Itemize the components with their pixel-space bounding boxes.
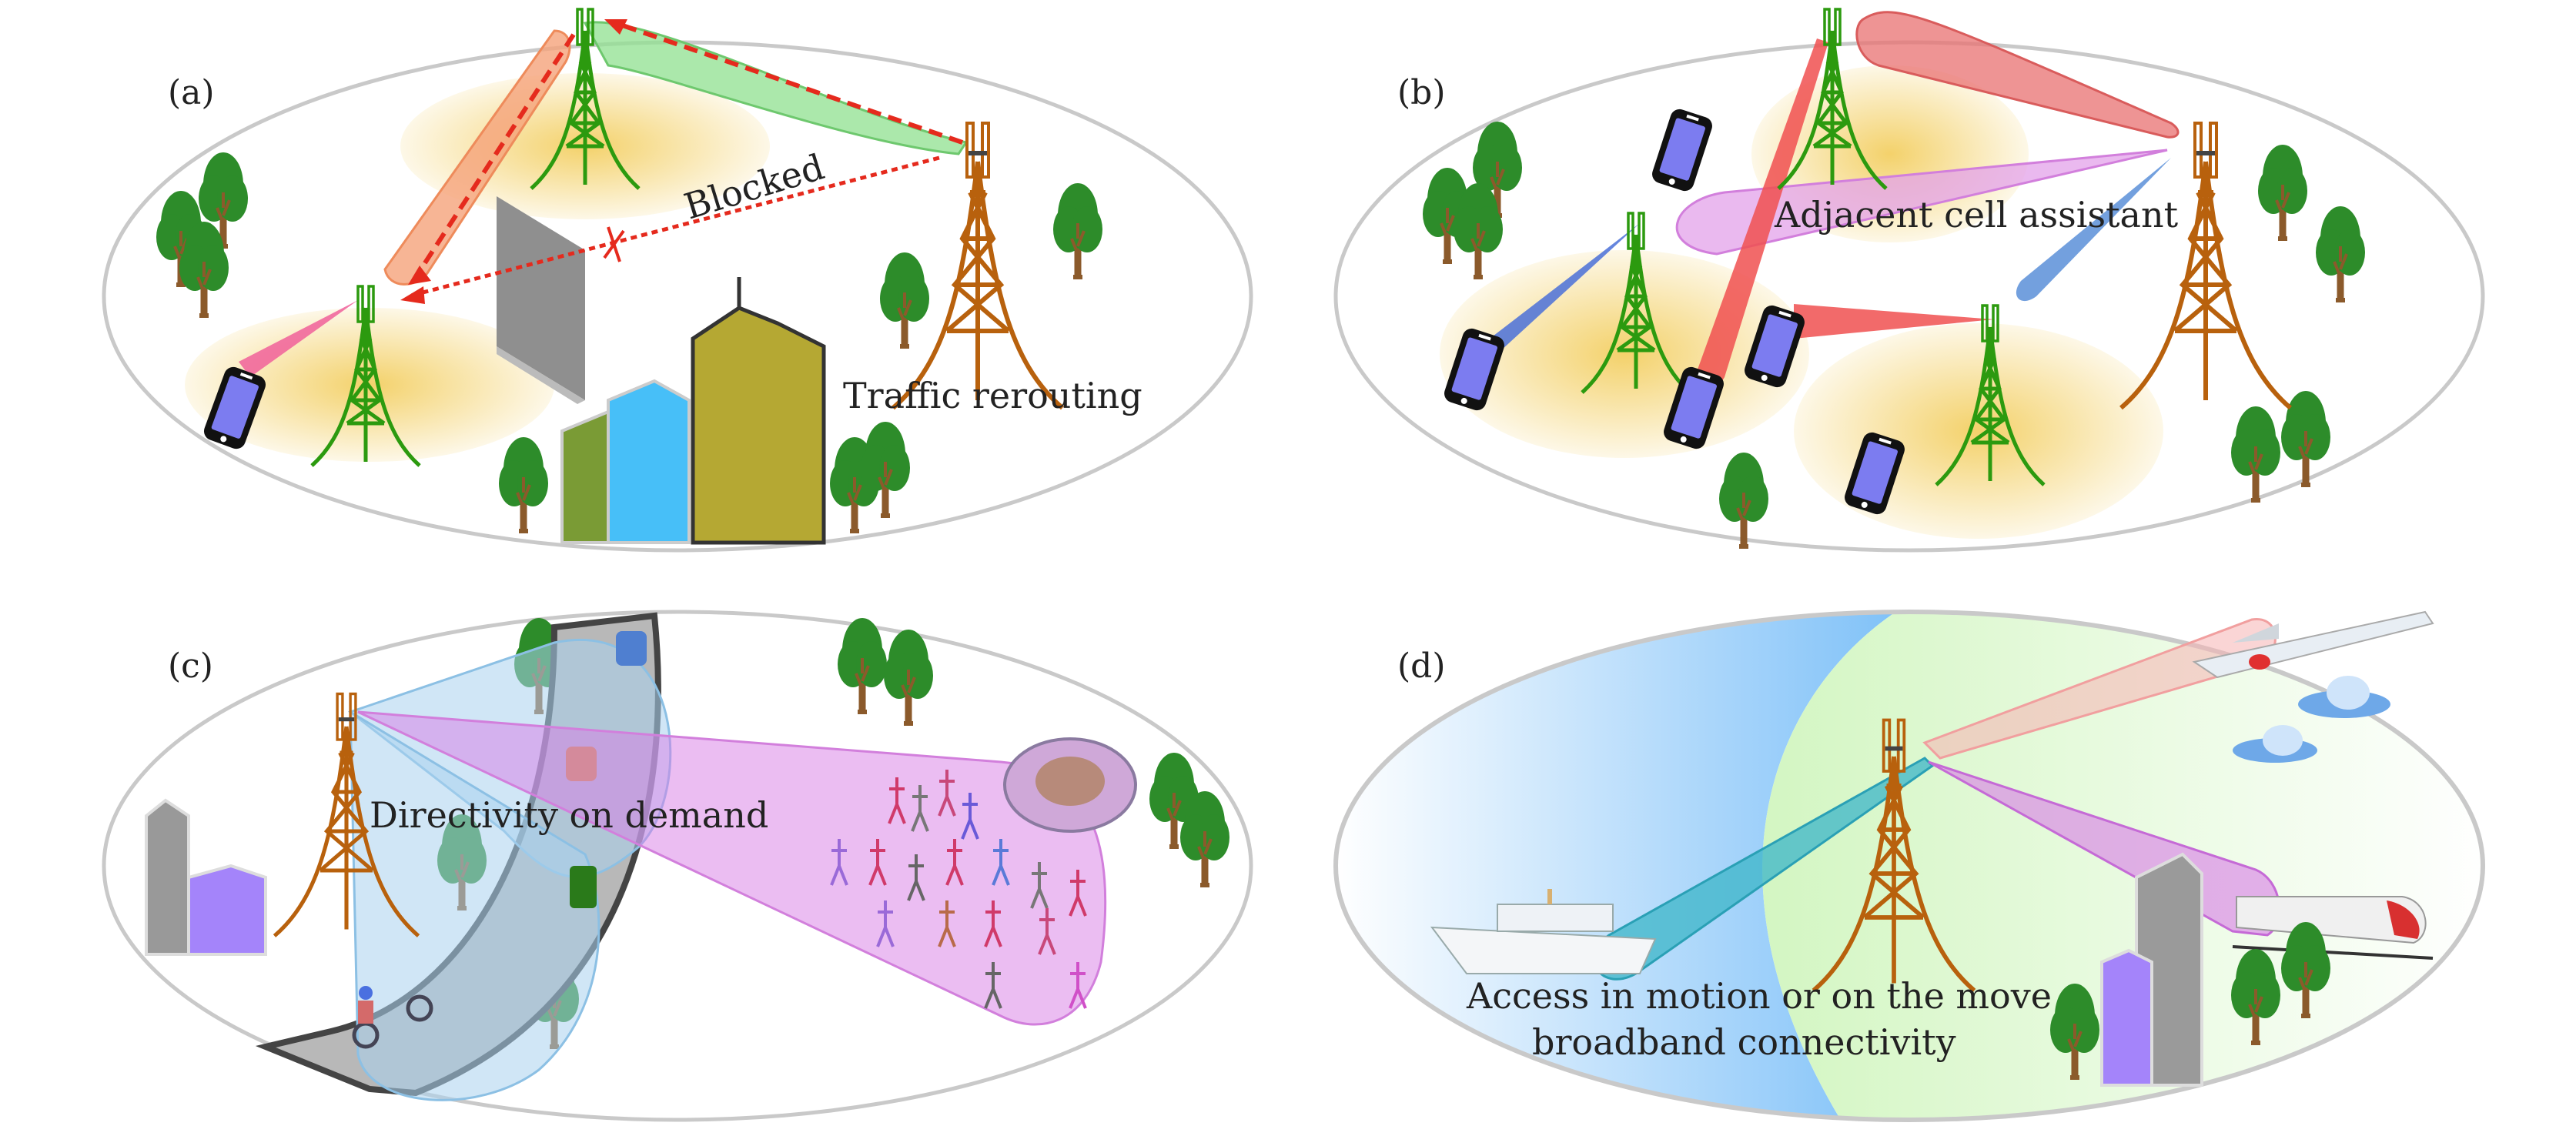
annotation-broadband-connectivity: broadband connectivity <box>1532 1021 1956 1063</box>
bus-icon <box>570 866 597 908</box>
building-icon <box>560 277 826 545</box>
car-icon <box>566 747 597 781</box>
car-icon <box>616 631 647 666</box>
train-icon <box>2232 896 2434 960</box>
sea-area <box>1336 612 1902 1120</box>
annotation-adjacent-cell-assistant: Adjacent cell assistant <box>1774 194 2179 236</box>
beam-violet <box>1675 149 2168 256</box>
beam-blue <box>2016 158 2171 302</box>
ship-icon <box>1430 889 1657 974</box>
coverage-area <box>1794 323 2163 539</box>
panel-label: (d) <box>1397 647 1446 686</box>
panel-a: (a) Blocked Traffic rerouting <box>102 9 1253 553</box>
blocked-link-arrow <box>407 155 940 299</box>
cloud-icon <box>2298 676 2390 718</box>
blocked-x-icon <box>603 226 625 262</box>
annotation-directivity-on-demand: Directivity on demand <box>370 794 768 836</box>
panel-d: (d) Access in motion or on the move broa… <box>1333 610 2485 1122</box>
beam-orange <box>383 29 571 286</box>
panel-b: (b) Adjacent cell assistant <box>1333 9 2485 553</box>
panel-d-boundary <box>1333 610 2485 1122</box>
blocking-wall <box>497 196 585 400</box>
cloud-icon <box>2233 725 2317 763</box>
annotation-access-in-motion: Access in motion or on the move <box>1466 975 2052 1017</box>
beam-red-short <box>1794 304 1994 339</box>
beam-red <box>1855 11 2180 139</box>
panel-label: (a) <box>168 73 215 112</box>
relay-link-arrow <box>615 21 963 145</box>
beam-pink <box>239 300 358 377</box>
panel-c: (c) Directivity on demand <box>102 610 1253 1122</box>
building-icon <box>2100 852 2203 1087</box>
crowd-icon <box>830 770 1087 1009</box>
motorcycle-icon <box>352 986 433 1049</box>
stadium-icon <box>1003 737 1137 833</box>
airplane-icon <box>2192 610 2434 679</box>
panel-label: (c) <box>168 647 213 686</box>
beam-lightblue <box>349 710 601 1101</box>
panel-label: (b) <box>1397 73 1446 112</box>
beam-blue <box>1490 223 1640 350</box>
building-icon <box>145 798 267 956</box>
relay-link-arrow <box>413 33 576 279</box>
beam-red-relay <box>1697 38 1828 387</box>
annotation-traffic-rerouting: Traffic rerouting <box>843 375 1142 416</box>
